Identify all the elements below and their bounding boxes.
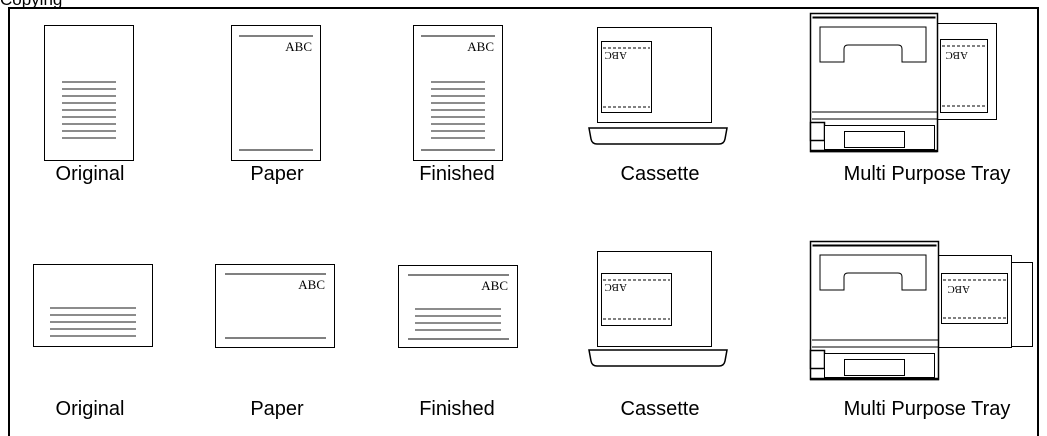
row1-original bbox=[44, 25, 134, 161]
row1-mp-tray: ABC bbox=[804, 11, 1009, 155]
cassette-tray-icon: ABC bbox=[588, 251, 728, 367]
row1-finished-caption: Finished bbox=[419, 163, 495, 185]
row1-paper-caption: Paper bbox=[250, 163, 304, 185]
page-heading: Copying bbox=[0, 0, 62, 8]
row2-finished-sample: ABC bbox=[481, 278, 508, 293]
finished-document-icon: ABC bbox=[398, 265, 518, 348]
row1-paper: ABC bbox=[231, 25, 321, 161]
row1-finished-sample: ABC bbox=[467, 39, 494, 54]
illustration-frame: Original ABC Paper ABC Finished bbox=[8, 7, 1039, 436]
multi-purpose-tray-icon: ABC bbox=[809, 240, 1033, 381]
row1-mp-sample: ABC bbox=[945, 49, 968, 61]
row2-finished-caption: Finished bbox=[419, 398, 495, 420]
row1-paper-sample: ABC bbox=[285, 39, 312, 54]
row2-cassette-caption: Cassette bbox=[620, 398, 700, 420]
cassette-tray-icon: ABC bbox=[588, 27, 728, 145]
row2-cassette-sample: ABC bbox=[604, 281, 627, 293]
row2-finished: ABC bbox=[398, 265, 518, 348]
row2-original-caption: Original bbox=[55, 398, 125, 420]
row1-cassette: ABC bbox=[587, 27, 732, 145]
row1-cassette-sample: ABC bbox=[604, 49, 627, 61]
row2-cassette: ABC bbox=[587, 251, 732, 367]
row1-original-caption: Original bbox=[55, 163, 125, 185]
row1-cassette-caption: Cassette bbox=[620, 163, 700, 185]
row1-mp-caption: Multi Purpose Tray bbox=[843, 163, 1011, 185]
original-document-icon bbox=[44, 25, 134, 161]
row1-finished: ABC bbox=[413, 25, 503, 161]
row2-mp-caption: Multi Purpose Tray bbox=[843, 398, 1011, 420]
row2-original bbox=[33, 264, 153, 347]
row2-paper: ABC bbox=[215, 264, 335, 348]
multi-purpose-tray-icon: ABC bbox=[809, 12, 997, 153]
row2-mp-sample: ABC bbox=[947, 283, 970, 295]
original-document-icon bbox=[33, 264, 153, 347]
paper-sheet-icon: ABC bbox=[215, 264, 335, 348]
row2-paper-caption: Paper bbox=[250, 398, 304, 420]
row2-paper-sample: ABC bbox=[298, 277, 325, 292]
finished-document-icon: ABC bbox=[413, 25, 503, 161]
paper-sheet-icon: ABC bbox=[231, 25, 321, 161]
row2-mp-tray: ABC bbox=[806, 239, 1036, 383]
